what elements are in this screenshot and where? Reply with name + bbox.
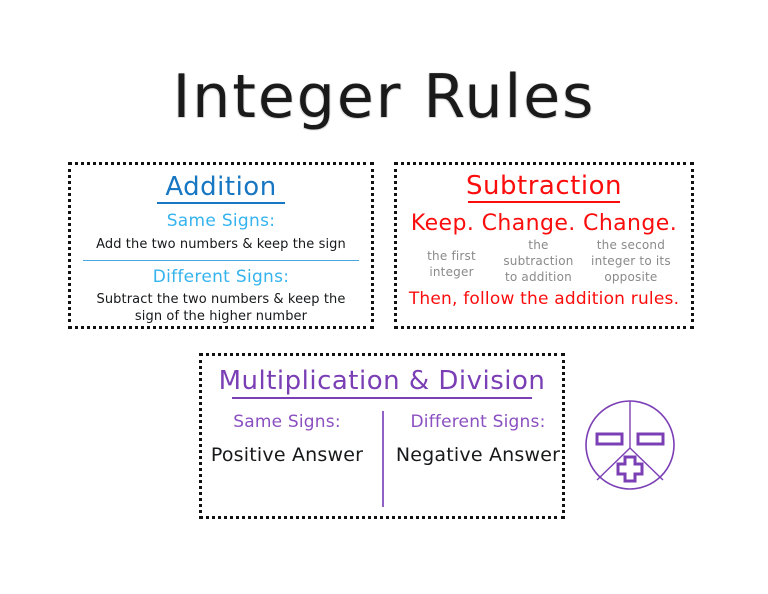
annotation-line: subtraction	[503, 254, 574, 268]
multiplication-division-heading: Multiplication & Division	[218, 366, 546, 396]
subtraction-annotation-change-two: the second integer to its opposite	[583, 237, 679, 285]
subtraction-annotation-columns: the first integer the subtraction to add…	[397, 237, 691, 285]
multiplication-same-signs-label: Same Signs:	[233, 412, 341, 432]
addition-different-signs-label: Different Signs:	[152, 267, 290, 287]
annotation-line: the	[528, 238, 549, 252]
subtraction-footer: Then, follow the addition rules.	[408, 289, 680, 309]
annotation-line: to addition	[504, 270, 572, 284]
multiplication-different-signs-column: Different Signs: Negative Answer	[382, 411, 562, 507]
sign-rules-circle-icon	[584, 399, 676, 491]
addition-rule-box: Addition Same Signs: Add the two numbers…	[68, 162, 374, 329]
annotation-line: opposite	[604, 270, 658, 284]
addition-divider	[83, 260, 359, 261]
multiplication-division-rule-box: Multiplication & Division Same Signs: Po…	[199, 353, 565, 519]
multiplication-same-signs-answer: Positive Answer	[210, 444, 364, 466]
multiplication-same-signs-column: Same Signs: Positive Answer	[202, 411, 382, 507]
addition-different-signs-rule-line2: sign of the higher number	[134, 309, 308, 324]
annotation-line: integer to its	[591, 254, 671, 268]
multiplication-division-columns: Same Signs: Positive Answer Different Si…	[202, 411, 562, 507]
subtraction-rule-box: Subtraction Keep. Change. Change. the fi…	[394, 162, 694, 329]
multiplication-division-heading-underline	[232, 397, 532, 399]
subtraction-annotation-keep: the first integer	[409, 237, 494, 280]
addition-heading-underline	[157, 202, 285, 204]
subtraction-heading: Subtraction	[466, 171, 622, 201]
multiplication-different-signs-label: Different Signs:	[410, 412, 546, 432]
annotation-line: the first	[427, 249, 476, 263]
subtraction-annotation-change-one: the subtraction to addition	[494, 237, 583, 285]
multiplication-different-signs-answer: Negative Answer	[395, 444, 561, 466]
addition-same-signs-rule: Add the two numbers & keep the sign	[96, 237, 346, 252]
page-title: Integer Rules	[172, 62, 596, 132]
subtraction-mnemonic: Keep. Change. Change.	[410, 211, 678, 236]
addition-heading: Addition	[165, 172, 277, 202]
subtraction-heading-underline	[468, 201, 620, 203]
annotation-line: integer	[429, 265, 474, 279]
addition-different-signs-rule-line1: Subtract the two numbers & keep the	[96, 292, 346, 307]
addition-same-signs-label: Same Signs:	[166, 211, 276, 231]
annotation-line: the second	[596, 238, 666, 252]
